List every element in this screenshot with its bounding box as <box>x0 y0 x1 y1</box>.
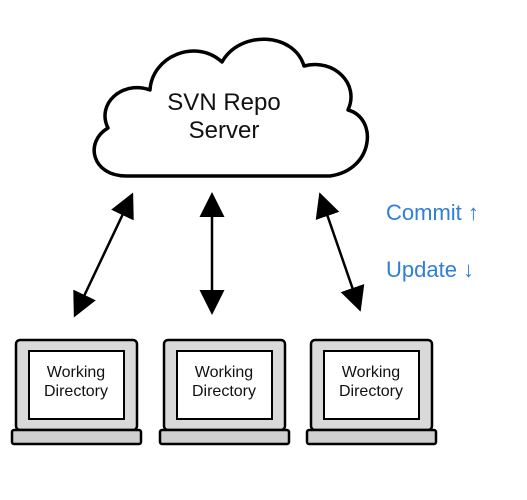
client-laptop-3: Working Directory <box>305 338 438 446</box>
arrow-left <box>73 192 134 318</box>
client-1-label-line2: Directory <box>44 383 108 400</box>
server-label-line1: SVN Repo <box>167 89 280 116</box>
arrow-right <box>315 192 365 312</box>
client-laptop-1: Working Directory <box>10 338 143 446</box>
server-label-line2: Server <box>189 117 260 144</box>
client-1-label-line1: Working <box>47 364 105 381</box>
laptop-base <box>158 428 291 446</box>
legend-update: Update ↓ <box>386 257 474 282</box>
server-cloud: SVN Repo Server <box>92 37 370 178</box>
client-3-label-line2: Directory <box>339 383 403 400</box>
client-2-label-line2: Directory <box>192 383 256 400</box>
laptop-screen <box>176 350 273 420</box>
legend-commit: Commit ↑ <box>386 200 479 225</box>
laptop-base <box>305 428 438 446</box>
client-2-label-line1: Working <box>195 364 253 381</box>
laptop-screen <box>28 350 125 420</box>
client-3-label-line1: Working <box>342 364 400 381</box>
laptop-base <box>10 428 143 446</box>
client-laptop-2: Working Directory <box>158 338 291 446</box>
laptop-screen <box>323 350 420 420</box>
cloud-shape <box>92 37 370 178</box>
sync-arrows <box>73 192 365 318</box>
legend: Commit ↑ Update ↓ <box>386 200 479 282</box>
